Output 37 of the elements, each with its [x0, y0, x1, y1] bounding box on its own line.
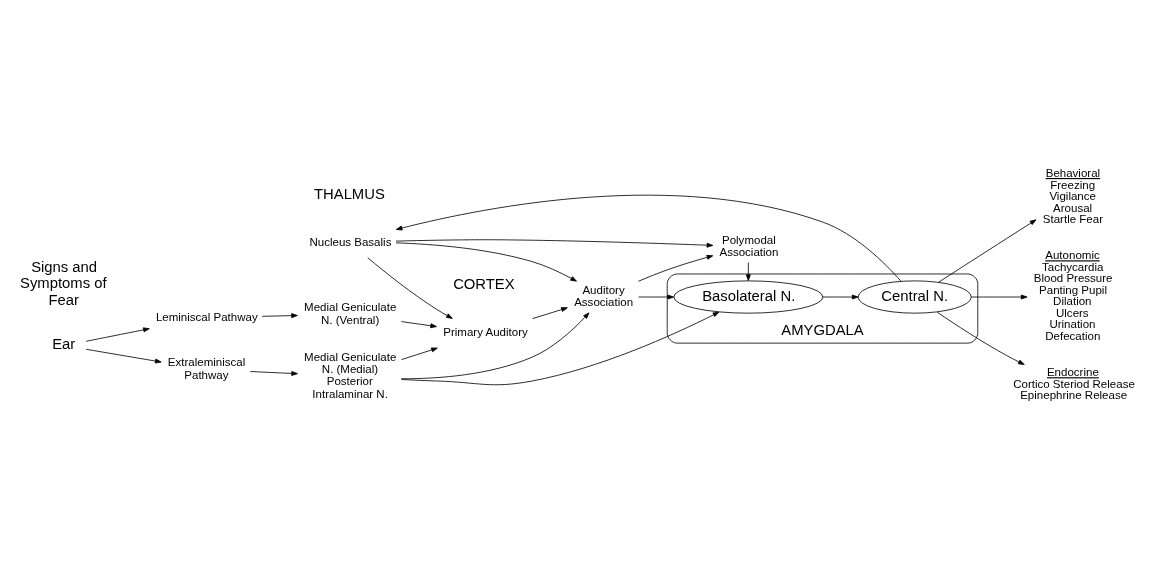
- label: CORTEX: [453, 275, 515, 292]
- arrow: [401, 311, 720, 385]
- node-text: Primary Auditory: [443, 325, 528, 338]
- arrow: [85, 348, 162, 363]
- arrow: [261, 312, 298, 318]
- arrow: [638, 294, 674, 299]
- arrow: [249, 370, 298, 376]
- node-text: Medial Geniculate N. (Ventral): [304, 300, 397, 326]
- node-ellipse: Central N.: [857, 279, 972, 314]
- node-text: Endocrine Cortico Steriod Release Epinephrine Release: [1013, 365, 1135, 401]
- label: Signs and Symptoms of Fear: [20, 258, 107, 308]
- node-ellipse: Basolateral N.: [673, 279, 824, 314]
- arrow: [745, 261, 751, 281]
- node-text: Autonomic Tachycardia Blood Pressure Panting Pupil Dilation Ulcers Urination Defecation: [1033, 248, 1113, 342]
- arrow: [532, 306, 568, 319]
- label: THALMUS: [314, 185, 385, 202]
- node-text: Nucleus Basalis: [309, 235, 392, 248]
- node-text: Ear: [52, 335, 76, 352]
- arrow: [401, 347, 438, 360]
- arrow: [395, 194, 902, 281]
- arrow: [85, 326, 150, 342]
- arrow: [367, 256, 453, 319]
- node-text: Medial Geniculate N. (Medial) Posterior Intralaminar N.: [304, 350, 397, 400]
- node-text: Leminiscal Pathway: [155, 310, 258, 323]
- arrow: [400, 311, 590, 379]
- arrow: [938, 218, 1037, 283]
- arrow: [822, 294, 859, 299]
- arrow: [638, 254, 714, 282]
- node-text: Auditory Association: [574, 283, 634, 308]
- arrow: [395, 241, 577, 282]
- arrow: [401, 320, 437, 328]
- arrow: [395, 238, 714, 248]
- arrow: [936, 311, 1025, 365]
- arrow: [970, 294, 1028, 299]
- node-text: Extraleminiscal Pathway: [167, 355, 246, 381]
- node-text: Behavioral Freezing Vigilance Arousal Startle Fear: [1042, 166, 1103, 225]
- node-text: Polymodal Association: [719, 233, 779, 258]
